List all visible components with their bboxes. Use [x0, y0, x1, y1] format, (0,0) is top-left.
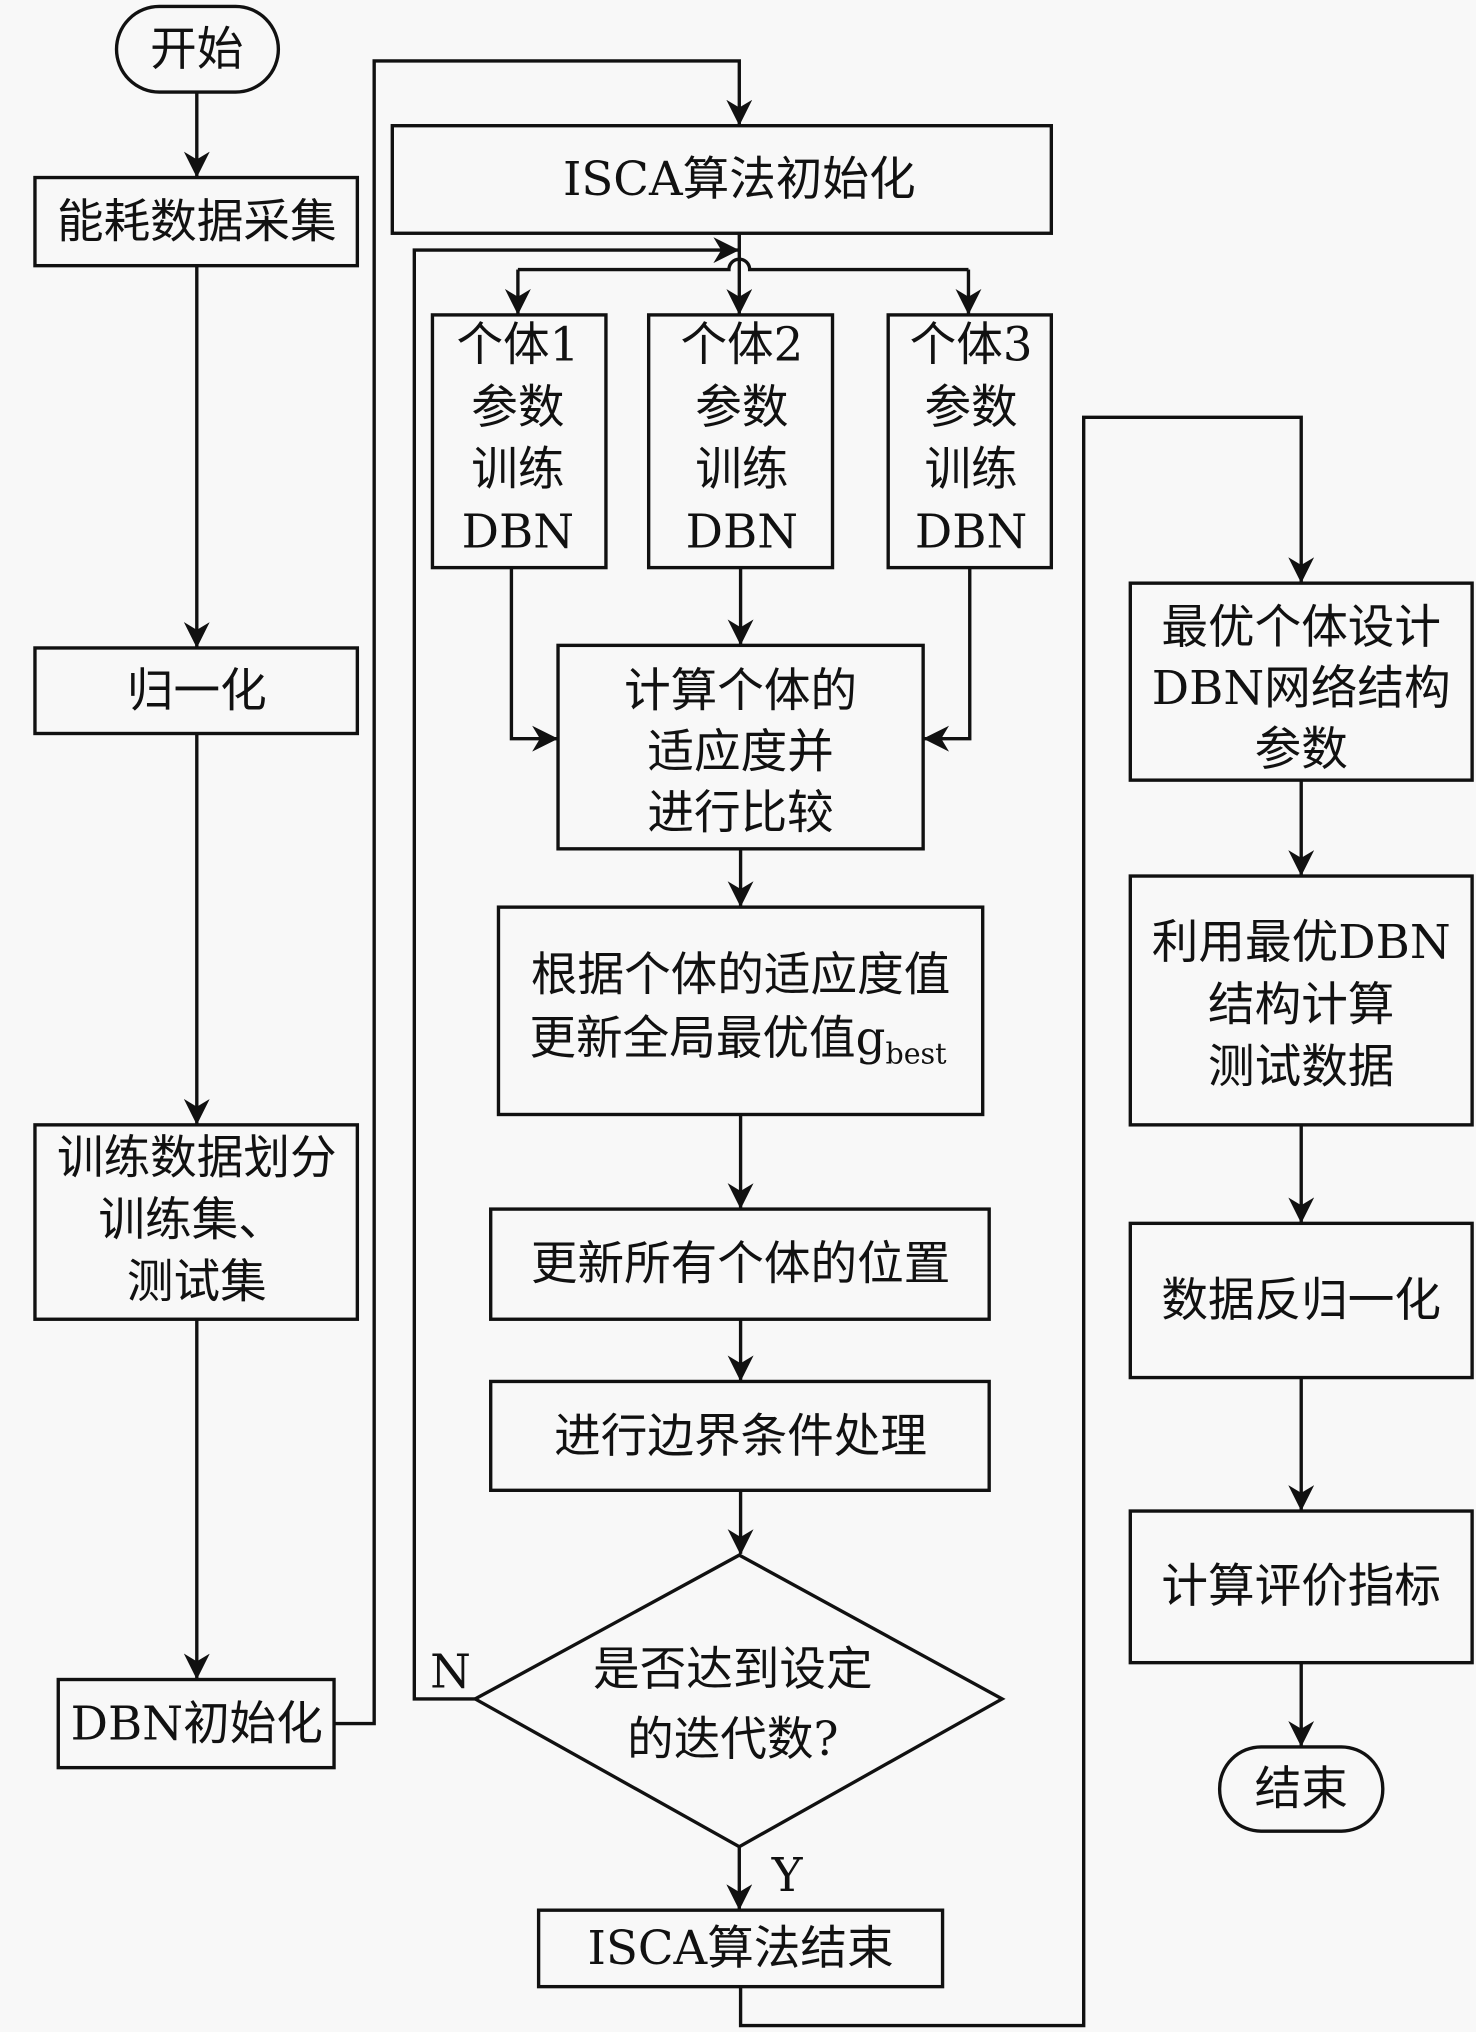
update-best-line-2: 更新全局最优值gbest	[529, 1011, 947, 1070]
dbn-init-box: DBN初始化	[56, 1677, 336, 1770]
isca-end-label: ISCA算法结束	[588, 1921, 894, 1975]
decision-line-2: 的迭代数?	[627, 1712, 838, 1766]
best-design-line-1: 最优个体设计	[1161, 600, 1441, 654]
no-label: N	[430, 1645, 471, 1699]
normalize-label: 归一化	[127, 664, 267, 718]
individual-3-line-4: DBN	[915, 504, 1027, 558]
collect-data-box: 能耗数据采集	[33, 175, 360, 268]
arrow-dbn-init-to-isca-init	[334, 59, 753, 1726]
arrow-isca-end-to-best-design	[738, 415, 1315, 2028]
start-terminal: 开始	[114, 4, 281, 94]
collect-data-label: 能耗数据采集	[57, 195, 337, 249]
end-label: 结束	[1255, 1761, 1348, 1815]
split-data-box: 训练数据划分 训练集、 测试集	[33, 1123, 360, 1321]
boundary-box: 进行边界条件处理	[489, 1379, 991, 1492]
update-best-text: 更新全局最优值	[529, 1011, 855, 1065]
update-best-box: 根据个体的适应度值 更新全局最优值gbest	[496, 905, 985, 1117]
individual-2-line-2: 参数	[695, 380, 788, 434]
best-design-line-2: DBN网络结构	[1152, 661, 1451, 715]
metrics-box: 计算评价指标	[1128, 1509, 1474, 1665]
gbest-symbol: g	[856, 1011, 886, 1065]
update-best-line-1: 根据个体的适应度值	[531, 948, 950, 1002]
individual-1-line-2: 参数	[471, 380, 564, 434]
isca-end-box: ISCA算法结束	[536, 1908, 945, 1989]
individual-3-line-1: 个体3	[910, 318, 1033, 372]
boundary-label: 进行边界条件处理	[554, 1409, 927, 1463]
individual-2-line-3: 训练	[695, 442, 788, 496]
fitness-line-2: 适应度并	[647, 725, 833, 779]
gbest-subscript: best	[885, 1037, 947, 1070]
end-terminal: 结束	[1217, 1745, 1385, 1833]
dbn-init-label: DBN初始化	[71, 1697, 323, 1751]
individual-3-box: 个体3 参数 训练 DBN	[886, 313, 1054, 570]
best-design-box: 最优个体设计 DBN网络结构 参数	[1128, 581, 1474, 782]
individual-3-line-3: 训练	[924, 442, 1017, 496]
normalize-box: 归一化	[33, 646, 360, 736]
denormalize-label: 数据反归一化	[1161, 1273, 1441, 1327]
compute-test-line-1: 利用最优DBN	[1152, 915, 1451, 969]
individual-1-line-3: 训练	[471, 442, 564, 496]
individual-1-line-1: 个体1	[456, 318, 579, 372]
isca-init-box: ISCA算法初始化	[390, 124, 1054, 235]
decision-line-1: 是否达到设定	[593, 1642, 873, 1696]
fitness-line-3: 进行比较	[647, 786, 833, 840]
compute-test-line-3: 测试数据	[1208, 1040, 1394, 1094]
individual-1-box: 个体1 参数 训练 DBN	[430, 313, 608, 570]
arrow-individual-1-to-fitness	[509, 567, 559, 752]
individual-2-box: 个体2 参数 训练 DBN	[646, 313, 835, 570]
yes-label: Y	[771, 1848, 804, 1902]
iteration-decision: 是否达到设定 的迭代数?	[471, 1553, 1006, 1849]
fitness-line-1: 计算个体的	[624, 664, 857, 718]
split-label-line-2: 训练集、	[98, 1192, 284, 1246]
update-position-box: 更新所有个体的位置	[489, 1207, 991, 1321]
individual-2-line-1: 个体2	[680, 318, 803, 372]
start-label: 开始	[150, 22, 243, 76]
individual-1-line-4: DBN	[462, 504, 574, 558]
individual-3-line-2: 参数	[924, 380, 1017, 434]
compute-test-line-2: 结构计算	[1208, 977, 1394, 1031]
individual-2-line-4: DBN	[686, 504, 798, 558]
denormalize-box: 数据反归一化	[1128, 1221, 1474, 1380]
metrics-label: 计算评价指标	[1161, 1559, 1441, 1613]
split-label-line-3: 测试集	[127, 1255, 267, 1309]
arrow-no-loop-back	[412, 237, 740, 1701]
split-label-line-1: 训练数据划分	[57, 1130, 337, 1184]
fitness-box: 计算个体的 适应度并 进行比较	[556, 643, 925, 851]
arrow-individual-3-to-fitness	[923, 567, 972, 752]
update-position-label: 更新所有个体的位置	[531, 1237, 950, 1291]
branch-line	[517, 257, 969, 272]
best-design-line-3: 参数	[1255, 722, 1348, 776]
isca-init-label: ISCA算法初始化	[563, 152, 916, 206]
compute-test-box: 利用最优DBN 结构计算 测试数据	[1128, 874, 1474, 1127]
